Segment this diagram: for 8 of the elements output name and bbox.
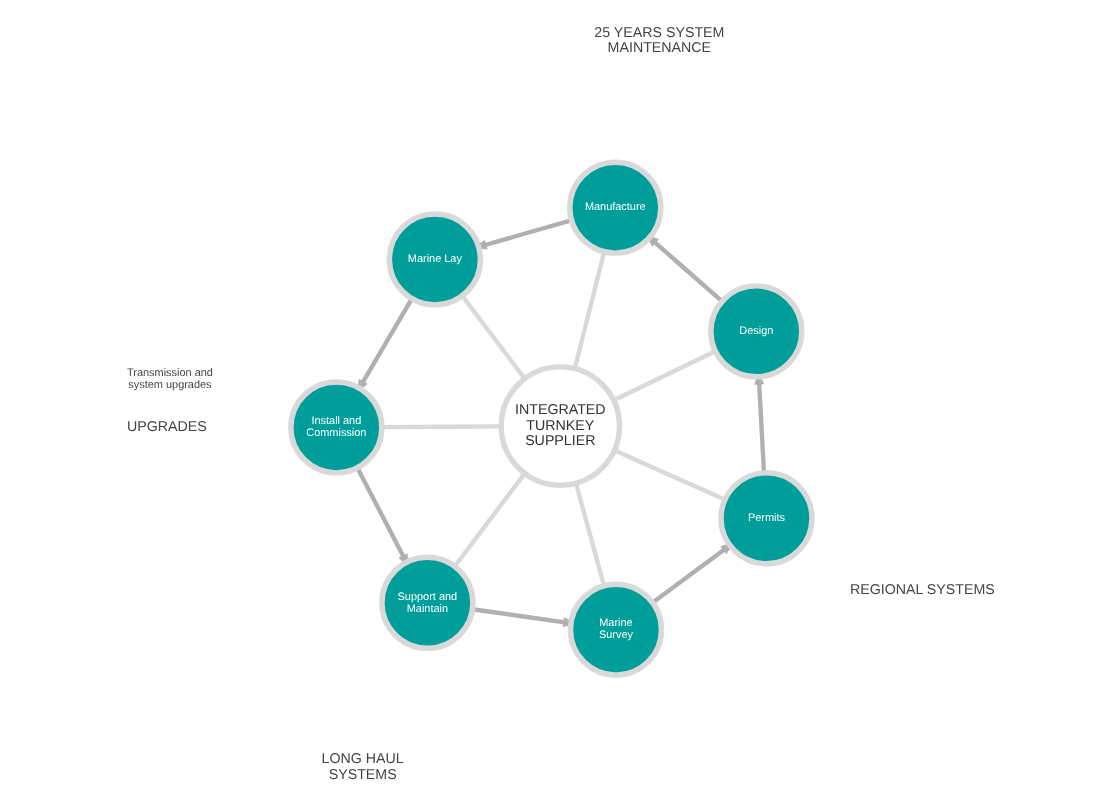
connector — [459, 294, 526, 381]
connector — [452, 472, 526, 568]
connector — [611, 349, 716, 403]
connector — [572, 482, 606, 587]
arrow — [650, 541, 734, 605]
connector — [380, 424, 500, 430]
connector — [571, 251, 606, 369]
connector — [612, 448, 725, 502]
